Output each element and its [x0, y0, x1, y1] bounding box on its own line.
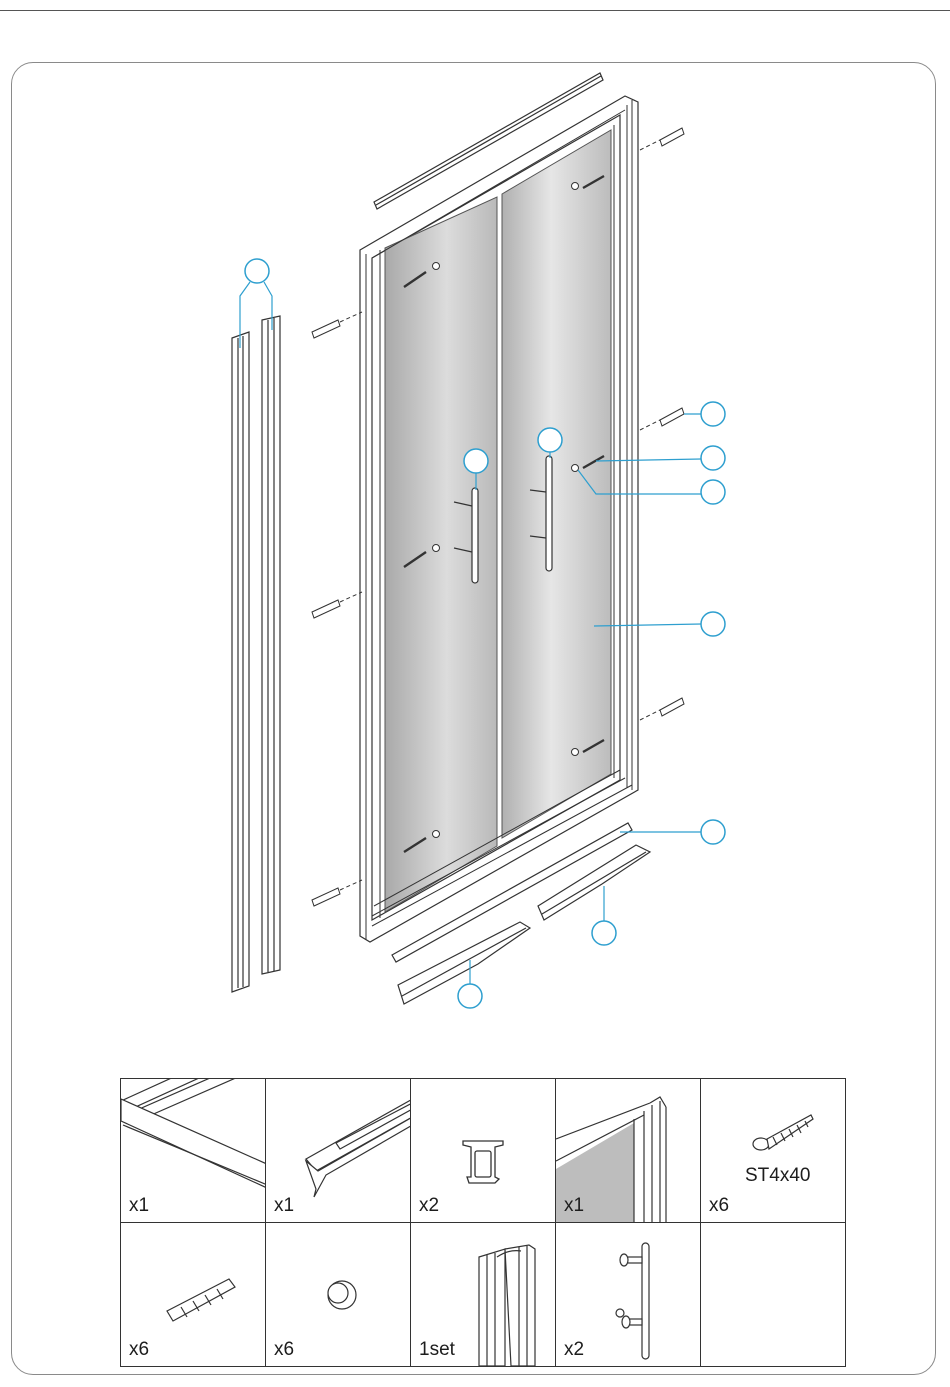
parts-table: x1 x1 x2 — [120, 1078, 846, 1367]
part-cell-seal-profile: x2 — [411, 1079, 556, 1223]
part-qty: x6 — [274, 1339, 294, 1361]
parts-row: x6 x6 — [121, 1223, 846, 1367]
part-cell-bottom-seal-right: x1 — [266, 1079, 411, 1223]
part-cell-handle: x2 — [556, 1223, 701, 1367]
part-cell-cap: x6 — [266, 1223, 411, 1367]
part-cell-door-frame-corner: x1 — [556, 1079, 701, 1223]
part-qty: x1 — [564, 1195, 584, 1217]
part-cell-wall-plug: x6 — [121, 1223, 266, 1367]
part-qty: x2 — [419, 1195, 439, 1217]
part-cell-screw: ST4x40 x6 — [701, 1079, 846, 1223]
part-qty: x6 — [129, 1339, 149, 1361]
part-cell-bottom-seal-left: x1 — [121, 1079, 266, 1223]
left-glass-panel — [385, 197, 497, 912]
part-qty: x2 — [564, 1339, 584, 1361]
part-qty: x1 — [274, 1195, 294, 1217]
wall-profiles — [232, 316, 280, 992]
part-cell-wall-profile: 1set — [411, 1223, 556, 1367]
part-qty: 1set — [419, 1339, 455, 1361]
screw-size-label: ST4x40 — [745, 1165, 810, 1187]
part-cell-empty — [701, 1223, 846, 1367]
parts-row: x1 x1 x2 — [121, 1079, 846, 1223]
right-glass-panel — [502, 130, 611, 838]
part-qty: x1 — [129, 1195, 149, 1217]
part-qty: x6 — [709, 1195, 729, 1217]
